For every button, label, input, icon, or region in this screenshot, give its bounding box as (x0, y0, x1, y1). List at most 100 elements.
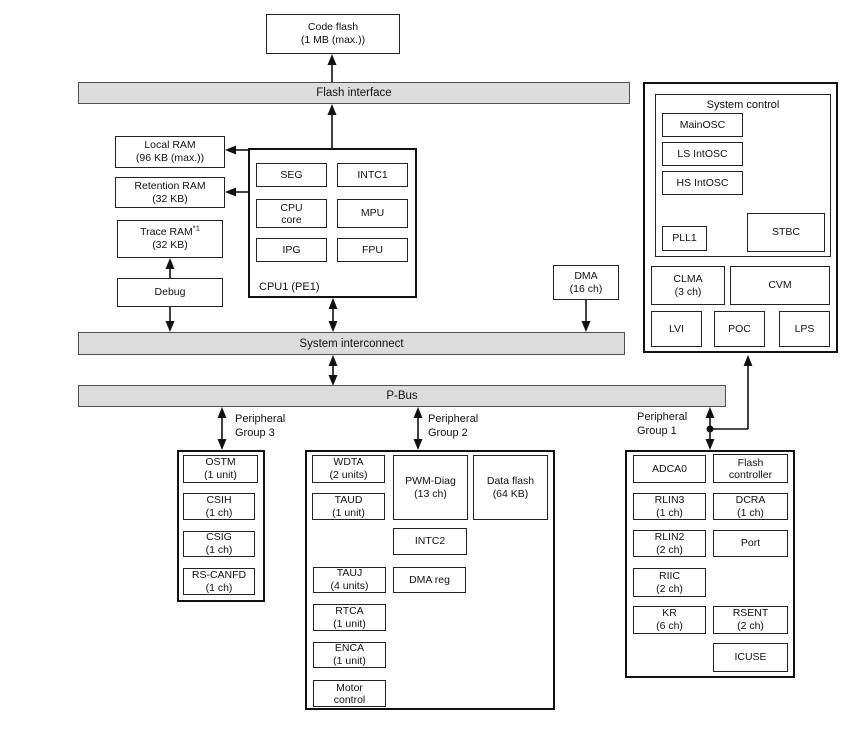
cpu1-label: CPU1 (PE1) (259, 281, 320, 293)
peripheral-group2-box (305, 450, 555, 710)
label: Peripheral (235, 413, 286, 425)
icuse-box: ICUSE (713, 643, 788, 672)
intc2-box: INTC2 (393, 528, 467, 555)
poc-box: POC (714, 311, 765, 347)
flash-interface-bus: Flash interface (78, 82, 630, 104)
label: PLL1 (672, 232, 697, 244)
label: CSIG (206, 531, 232, 543)
label: RTCA (335, 604, 364, 617)
mainosc-box: MainOSC (662, 113, 743, 137)
rs-canfd-box: RS-CANFD (1 ch) (183, 568, 255, 595)
footnote-marker: *1 (192, 223, 200, 233)
label: Group 2 (428, 427, 468, 439)
trace-ram-box: Trace RAM*1 (32 KB) (117, 220, 223, 258)
p-bus: P-Bus (78, 385, 726, 407)
label: LPS (794, 322, 815, 335)
label: WDTA (333, 456, 364, 468)
label: Local RAM (144, 139, 196, 151)
label: (2 ch) (737, 620, 764, 632)
label: (1 ch) (656, 506, 683, 519)
stbc-box: STBC (747, 213, 825, 252)
label: INTC2 (414, 535, 446, 547)
arrow-pbus-group2 (413, 407, 423, 450)
label: (3 ch) (674, 285, 702, 298)
label: (32 KB) (152, 239, 188, 251)
label: OSTM (205, 456, 236, 468)
label: (2 units) (329, 469, 368, 481)
dma-box: DMA (16 ch) (553, 265, 619, 300)
hs-intosc-box: HS IntOSC (662, 171, 743, 195)
label: (96 KB (max.)) (135, 152, 205, 164)
label: DCRA (735, 493, 766, 506)
label: RSENT (732, 607, 769, 619)
rlin2-box: RLIN2 (2 ch) (633, 530, 706, 557)
label: Motor (336, 681, 363, 694)
retention-ram-box: Retention RAM (32 KB) (115, 177, 225, 208)
label: (32 KB) (152, 192, 188, 205)
label: MPU (360, 207, 385, 219)
label: (4 units) (330, 580, 369, 592)
label: CLMA (673, 272, 703, 285)
label: STBC (771, 226, 800, 238)
label: POC (728, 322, 751, 335)
arrow-pbus-group3 (217, 407, 227, 450)
arrow-cpu1-interconnect (328, 298, 338, 332)
peripheral-group3-box (177, 450, 265, 602)
label: MainOSC (679, 118, 726, 131)
label: (6 ch) (656, 620, 683, 632)
label: (16 ch) (569, 282, 603, 295)
port-box: Port (713, 530, 788, 557)
label: RLIN3 (654, 493, 685, 506)
label: (1 unit) (332, 506, 365, 519)
label: RS-CANFD (191, 568, 247, 581)
bus-label: P-Bus (386, 390, 418, 402)
label: FPU (362, 243, 383, 256)
label: TAUD (334, 493, 363, 506)
arrow-dma-to-interconnect (581, 300, 591, 332)
fpu-box: FPU (337, 238, 408, 262)
label: core (281, 213, 302, 226)
ostm-box: OSTM (1 unit) (183, 455, 258, 483)
label: ADCA0 (651, 462, 687, 475)
wdta-box: WDTA (2 units) (312, 455, 385, 483)
ipg-box: IPG (256, 238, 327, 262)
cpu-core-box: CPU core (256, 199, 327, 228)
rtca-box: RTCA (1 unit) (313, 604, 386, 631)
rsent-box: RSENT (2 ch) (713, 606, 788, 634)
label: DMA reg (409, 573, 450, 586)
riic-box: RIIC (2 ch) (633, 568, 706, 597)
label: PWM-Diag (405, 474, 456, 487)
label: Retention RAM (134, 179, 206, 192)
label: (1 ch) (205, 506, 233, 519)
label: SEG (280, 168, 303, 181)
label: (1 unit) (204, 469, 237, 481)
label: Peripheral (637, 411, 688, 423)
dma-reg-box: DMA reg (393, 567, 466, 593)
label: RLIN2 (654, 530, 685, 543)
label: Group 3 (235, 427, 275, 439)
code-flash-box: Code flash (1 MB (max.)) (266, 14, 400, 54)
tauj-box: TAUJ (4 units) (313, 567, 386, 593)
label: (1 ch) (205, 544, 233, 556)
data-flash-box: Data flash (64 KB) (473, 455, 548, 520)
kr-box: KR (6 ch) (633, 606, 706, 634)
system-control-outer-box (643, 82, 838, 353)
arrow-debug-to-trace-ram (165, 258, 175, 278)
label: TAUJ (336, 567, 363, 579)
label: (1 ch) (205, 581, 233, 594)
peripheral-group3-label: Peripheral Group 3 (235, 412, 285, 440)
system-interconnect-bus: System interconnect (78, 332, 625, 355)
label: Trace RAM*1 (140, 223, 200, 238)
csig-box: CSIG (1 ch) (183, 531, 255, 557)
label: DMA (574, 269, 598, 282)
label: IPG (282, 243, 301, 256)
bus-label: System interconnect (299, 337, 404, 350)
system-control-title: System control (706, 99, 780, 111)
arrow-flashif-to-codeflash (327, 54, 337, 83)
arrow-pbus-group1 (705, 407, 715, 450)
label: (13 ch) (414, 487, 447, 500)
cpu1-box (248, 148, 417, 298)
label: (64 KB) (492, 487, 529, 500)
label: KR (662, 607, 677, 619)
label: INTC1 (357, 168, 388, 181)
